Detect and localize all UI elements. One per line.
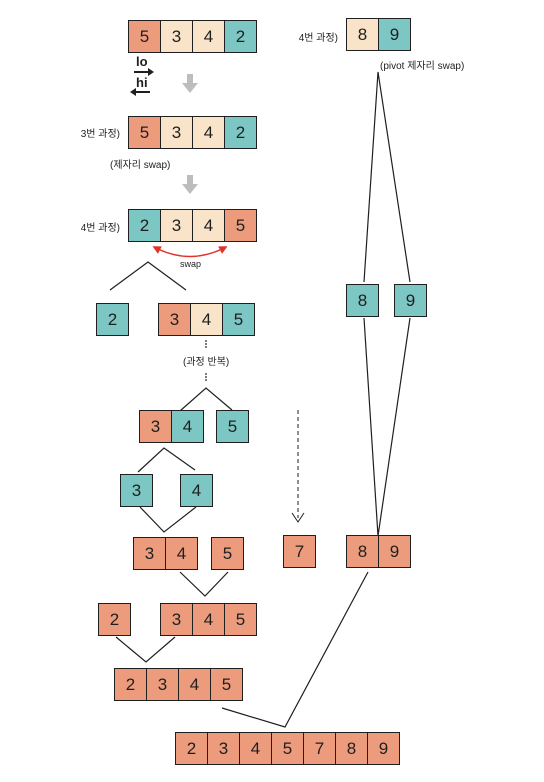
merge-connector xyxy=(139,506,197,533)
pivot-swap-label: (pivot 제자리 swap) xyxy=(380,61,465,72)
vertical-ellipsis-icon xyxy=(205,373,207,381)
down-arrow-icon xyxy=(182,74,198,93)
array-cell: 2 xyxy=(98,603,131,636)
array-cell: 5 xyxy=(210,668,243,701)
array-cell: 3 xyxy=(139,410,172,443)
split-connector xyxy=(109,261,187,291)
array-cell: 5 xyxy=(128,20,161,53)
array-cell: 7 xyxy=(303,732,336,765)
array-cell: 4 xyxy=(192,20,225,53)
array-sub-5: 5 xyxy=(216,410,249,443)
array-cell: 3 xyxy=(160,20,193,53)
array-cell: 5 xyxy=(224,603,257,636)
down-arrow-icon xyxy=(182,175,198,194)
array-split-left: 2 xyxy=(96,303,129,336)
array-cell: 5 xyxy=(128,116,161,149)
array-cell: 3 xyxy=(160,209,193,242)
array-merged-2: 2 xyxy=(98,603,131,636)
array-cell: 2 xyxy=(224,20,257,53)
array-cell: 5 xyxy=(224,209,257,242)
merge-connector xyxy=(115,636,176,663)
array-cell: 5 xyxy=(222,303,255,336)
array-cell: 4 xyxy=(178,668,211,701)
merge-connector xyxy=(363,317,411,537)
array-cell: 4 xyxy=(239,732,272,765)
array-cell: 2 xyxy=(96,303,129,336)
hi-pointer-label: hi xyxy=(136,75,148,90)
array-cell: 3 xyxy=(158,303,191,336)
hi-arrow-icon xyxy=(130,88,150,96)
array-cell: 8 xyxy=(346,284,379,317)
split-connector xyxy=(137,447,196,473)
array-cell: 8 xyxy=(335,732,368,765)
lo-pointer-label: lo xyxy=(136,54,148,69)
array-cell: 7 xyxy=(283,535,316,568)
array-cell: 4 xyxy=(165,537,198,570)
array-cell: 9 xyxy=(367,732,400,765)
array-cell: 9 xyxy=(378,18,411,51)
array-right-8: 8 xyxy=(346,284,379,317)
array-cell: 3 xyxy=(146,668,179,701)
array-cell: 2 xyxy=(128,209,161,242)
array-leaf-3: 3 xyxy=(120,474,153,507)
array-cell: 4 xyxy=(192,209,225,242)
array-merged-5: 5 xyxy=(211,537,244,570)
array-cell: 8 xyxy=(346,18,379,51)
step3-label: 3번 과정) xyxy=(80,129,120,140)
array-cell: 4 xyxy=(190,303,223,336)
array-cell: 4 xyxy=(192,116,225,149)
split-connector xyxy=(363,71,411,283)
array-right-9: 9 xyxy=(394,284,427,317)
array-cell: 2 xyxy=(175,732,208,765)
array-cell: 5 xyxy=(271,732,304,765)
curved-double-arrow-icon xyxy=(152,246,228,258)
right-step4-label: 4번 과정) xyxy=(298,33,338,44)
merge-connector xyxy=(221,571,369,728)
array-cell: 8 xyxy=(346,535,379,568)
array-leaf-4: 4 xyxy=(180,474,213,507)
array-cell: 4 xyxy=(171,410,204,443)
array-cell: 9 xyxy=(378,535,411,568)
array-cell: 2 xyxy=(114,668,147,701)
step4-label: 4번 과정) xyxy=(80,223,120,234)
array-cell: 2 xyxy=(224,116,257,149)
array-cell: 5 xyxy=(211,537,244,570)
array-cell: 4 xyxy=(192,603,225,636)
repeat-label: (과정 반복) xyxy=(183,357,230,368)
array-cell: 4 xyxy=(180,474,213,507)
inplace-swap-label: (제자리 swap) xyxy=(110,160,171,171)
array-cell: 3 xyxy=(120,474,153,507)
array-cell: 3 xyxy=(133,537,166,570)
array-cell: 3 xyxy=(160,603,193,636)
lo-arrow-icon xyxy=(134,68,154,76)
array-cell: 3 xyxy=(160,116,193,149)
split-connector xyxy=(171,387,233,419)
vertical-ellipsis-icon xyxy=(205,340,207,348)
array-cell: 3 xyxy=(207,732,240,765)
array-cell: 9 xyxy=(394,284,427,317)
dashed-down-arrow-icon xyxy=(291,410,305,523)
array-cell: 5 xyxy=(216,410,249,443)
array-pivot-7: 7 xyxy=(283,535,316,568)
merge-connector xyxy=(179,571,229,597)
swap-label: swap xyxy=(180,259,202,269)
